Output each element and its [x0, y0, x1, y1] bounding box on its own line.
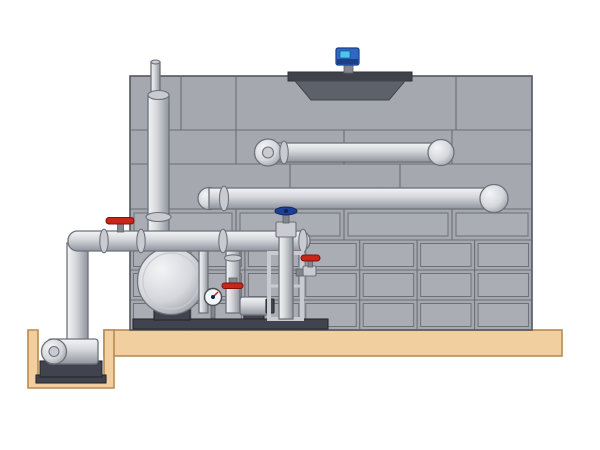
pit-pump-hub [48, 345, 60, 358]
drop-pipe: Suction drop pipe [66, 242, 89, 350]
upper-header-inlet-hub [261, 146, 275, 159]
foundation: Concrete pad Suction pit [27, 329, 563, 389]
upper-header-end-cap [427, 138, 455, 167]
manifold-valve-handle [105, 217, 135, 225]
manifold-flange-1 [99, 228, 109, 254]
suction-manifold: Suction manifold [67, 228, 311, 254]
drain-pipe-flange [223, 254, 243, 262]
pump-skid: Skid base Strainer vessel Suction manifo… [67, 206, 329, 330]
riser-assembly: Riser pipe Vent pipe [145, 59, 172, 239]
controller-base-strip [337, 59, 358, 64]
manifold-flange-2 [136, 228, 146, 254]
middle-header: Middle header pipe [197, 183, 509, 214]
gate-valve-hub [284, 209, 288, 213]
riser-pipe-cap [147, 89, 170, 101]
bypass-valve-handle [300, 254, 321, 262]
middle-header-tube [208, 187, 497, 210]
vent-pipe-cap [150, 59, 161, 65]
gauge-hub [211, 295, 215, 299]
gate-valve: Gate valve [274, 206, 298, 238]
bypass-valve: Bypass valve [295, 254, 321, 277]
suction-manifold-tube [67, 230, 311, 252]
controller-display [339, 50, 351, 59]
drop-pipe-tube [66, 242, 89, 350]
middle-header-end-cap [479, 183, 509, 214]
platform-slab: Concrete pad [103, 329, 563, 357]
gate-valve-body [275, 221, 297, 238]
riser-pipe-flange [145, 211, 172, 223]
middle-header-coupling [218, 185, 230, 212]
upper-header: Upper header pipe [253, 138, 455, 167]
pit-pump: Pit pump [35, 338, 107, 384]
top-opening-face [293, 80, 407, 101]
upper-header-coupling [279, 140, 289, 165]
tower-access-panel-3 [347, 212, 449, 237]
bypass-valve-body [302, 265, 317, 277]
drain-valve: Drain valve [221, 250, 244, 314]
drain-valve-handle [221, 282, 244, 289]
valve-column-pipe [278, 235, 294, 320]
controller-unit: Controller unit [335, 47, 360, 74]
skid-base-frame: Skid base [132, 318, 329, 330]
upper-header-tube [262, 142, 442, 163]
manifold-flange-4 [298, 228, 308, 254]
manifold-valve: Manifold shut-off valve [105, 217, 135, 233]
manifold-flange-3 [218, 228, 228, 254]
strainer-vessel: Strainer vessel [136, 246, 206, 316]
gauge-standpipe [198, 250, 209, 314]
pressure-gauge: Pressure gauge [203, 287, 223, 319]
tower-access-panel-4 [455, 212, 529, 237]
booster-pump-body [239, 296, 270, 316]
